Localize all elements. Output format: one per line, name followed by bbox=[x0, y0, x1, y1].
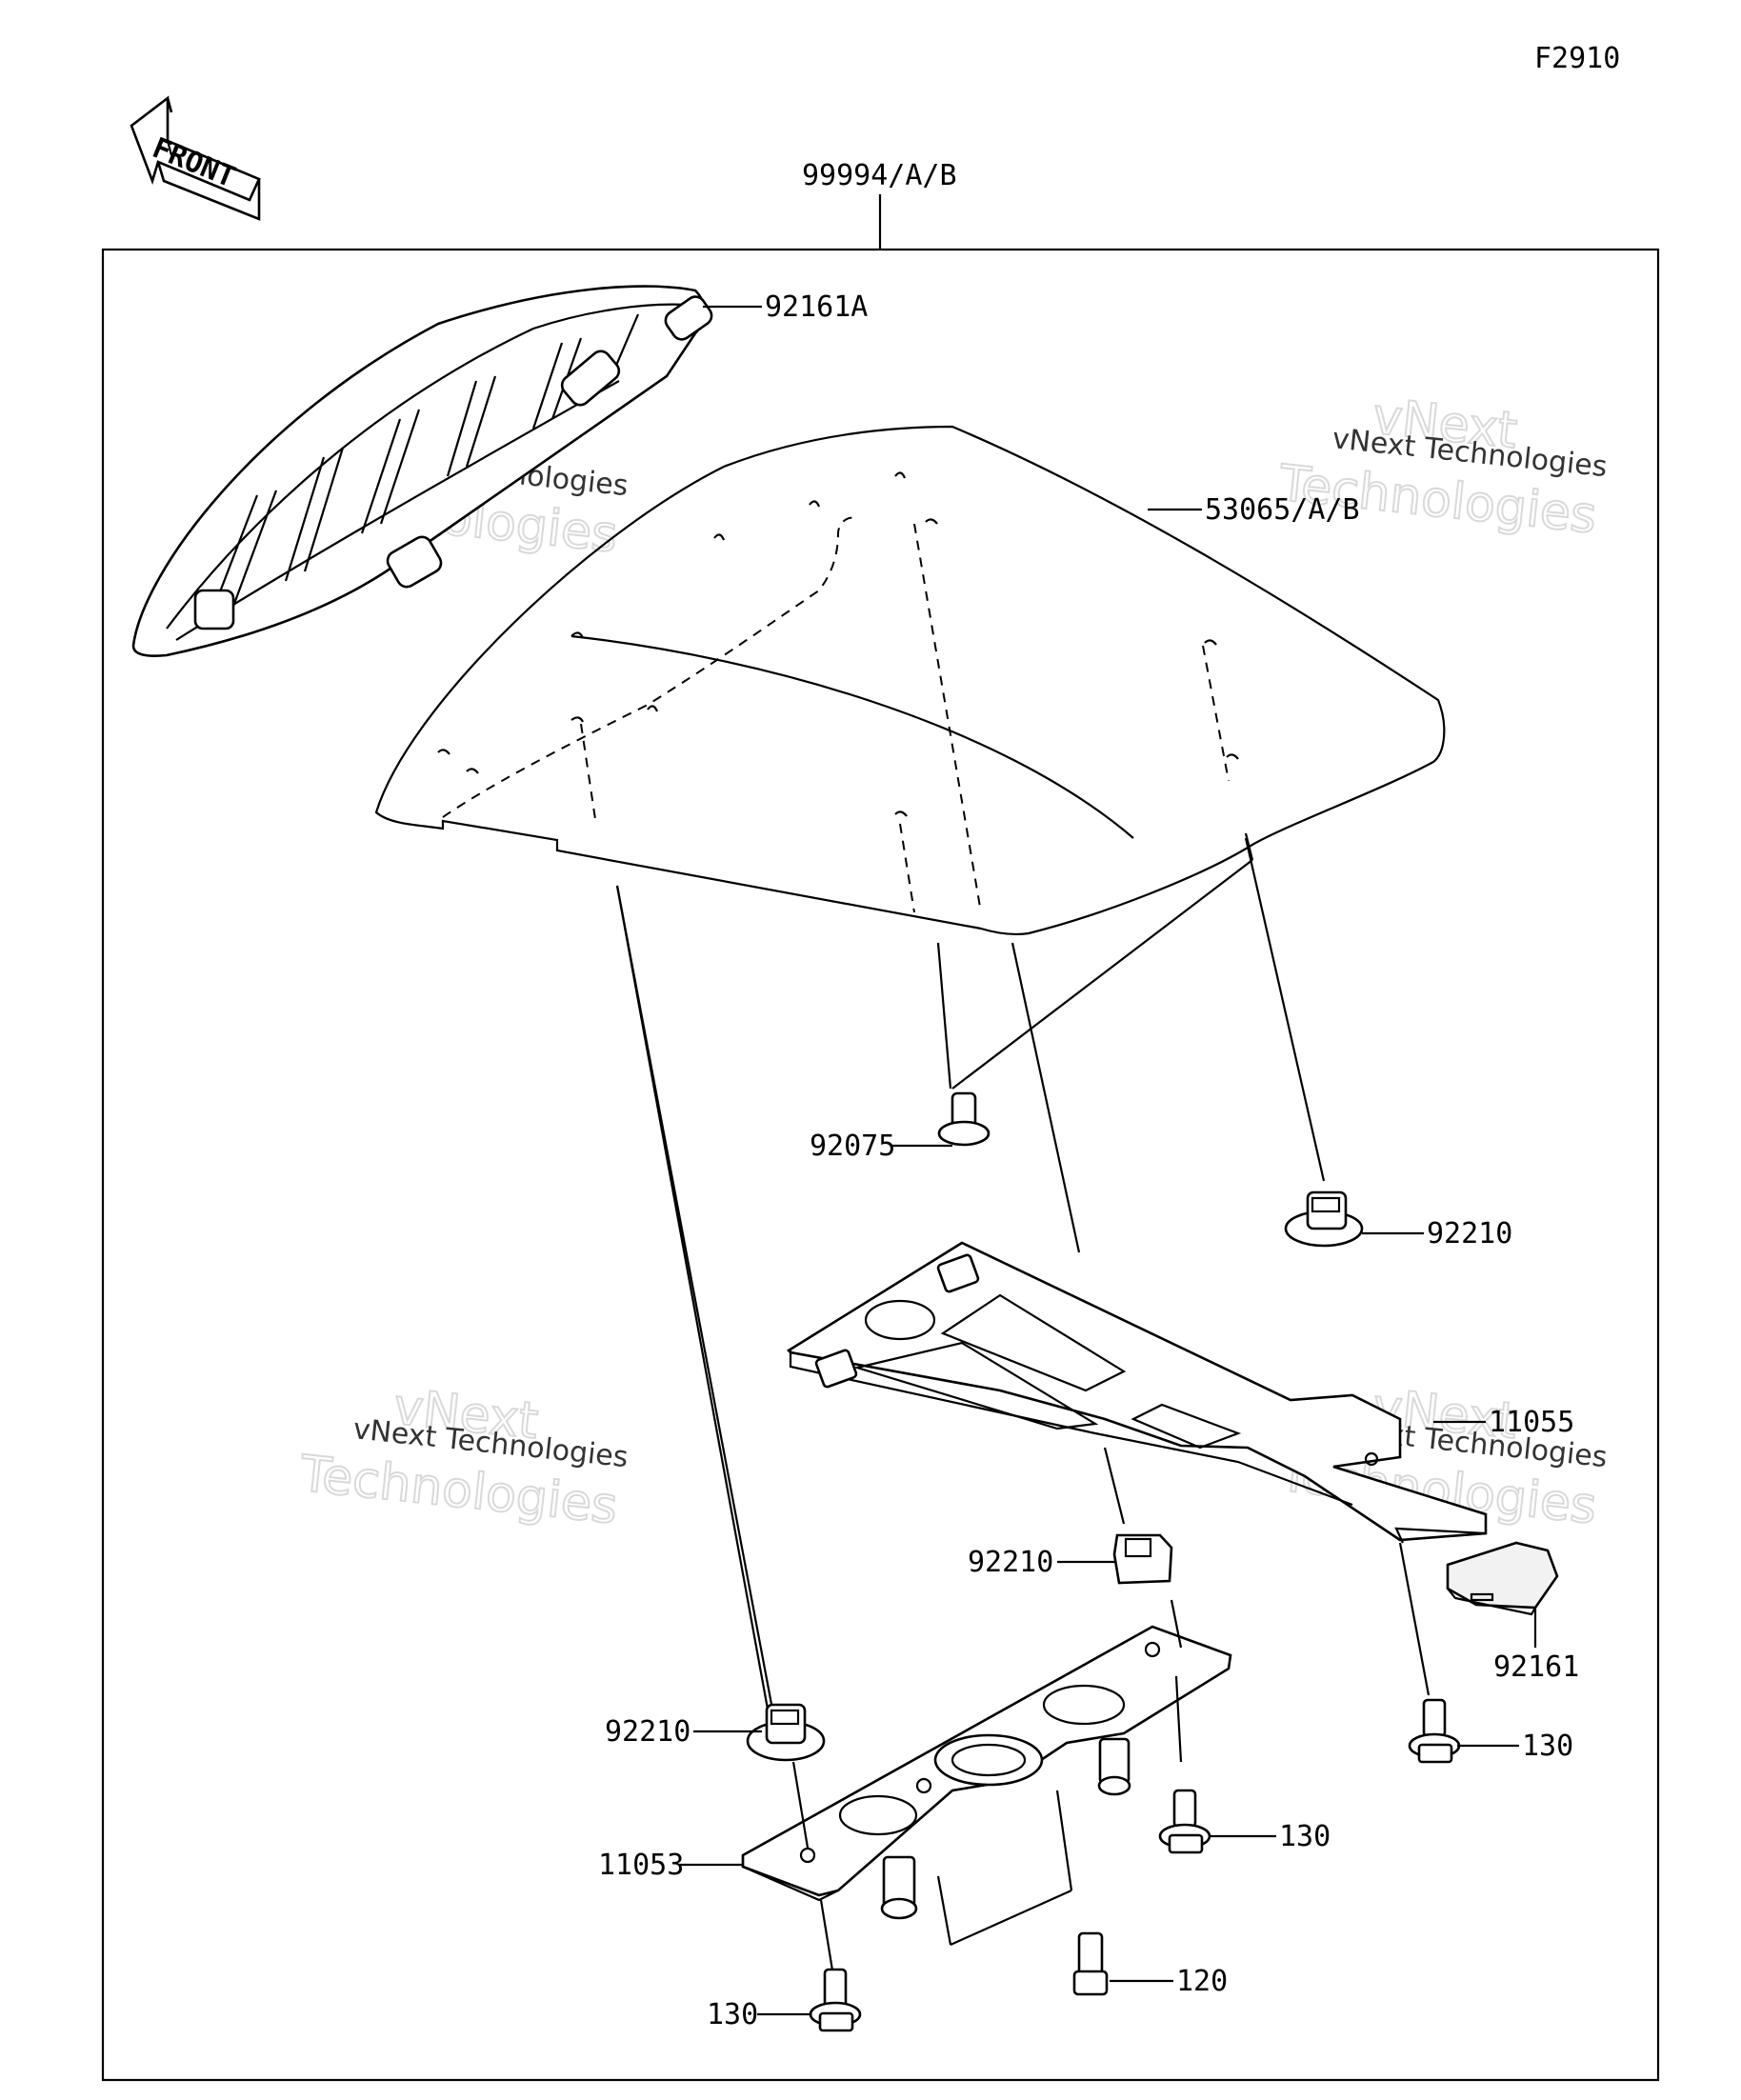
callout-92075: 92075 bbox=[810, 1130, 895, 1163]
bolt-92075-part bbox=[937, 1091, 991, 1147]
figure-code: F2910 bbox=[1534, 42, 1620, 75]
callout-92210-right: 92210 bbox=[1427, 1217, 1512, 1250]
bolt-130-mid-part bbox=[1158, 1789, 1211, 1854]
assembly-label: 99994/A/B bbox=[802, 159, 957, 192]
callout-130-mid: 130 bbox=[1279, 1820, 1331, 1853]
callout-130-left: 130 bbox=[707, 1998, 758, 2031]
callout-130-right: 130 bbox=[1522, 1730, 1573, 1763]
cushion-92161-part bbox=[1446, 1541, 1559, 1616]
front-arrow-icon: FRONT bbox=[130, 95, 261, 221]
nut-92210-mid-part bbox=[1112, 1533, 1173, 1585]
watermark-3: vNext vNext Technologies Technologies bbox=[296, 1378, 630, 1537]
callout-11053: 11053 bbox=[598, 1849, 684, 1882]
bracket-11055-part bbox=[786, 1241, 1488, 1544]
callout-11055: 11055 bbox=[1489, 1406, 1574, 1439]
callout-53065: 53065/A/B bbox=[1205, 493, 1360, 527]
callout-120: 120 bbox=[1176, 1965, 1228, 1998]
bracket-11053-part bbox=[741, 1625, 1232, 1920]
nut-92210-right-part bbox=[1284, 1190, 1364, 1248]
front-arrow-label: FRONT bbox=[148, 131, 240, 194]
nut-92210-left-part bbox=[746, 1703, 826, 1762]
bolt-120-part bbox=[1072, 1931, 1109, 1996]
bolt-130-right-part bbox=[1408, 1698, 1461, 1764]
callout-92210-mid: 92210 bbox=[968, 1546, 1053, 1579]
seat-cover-part bbox=[374, 425, 1446, 936]
cushion-92161a-part bbox=[131, 285, 713, 657]
callout-92161: 92161 bbox=[1493, 1650, 1579, 1684]
bolt-130-left-part bbox=[809, 1968, 862, 2032]
callout-92210-left: 92210 bbox=[605, 1715, 690, 1749]
callout-92161a: 92161A bbox=[765, 290, 868, 324]
assembly-frame bbox=[101, 248, 1660, 2082]
